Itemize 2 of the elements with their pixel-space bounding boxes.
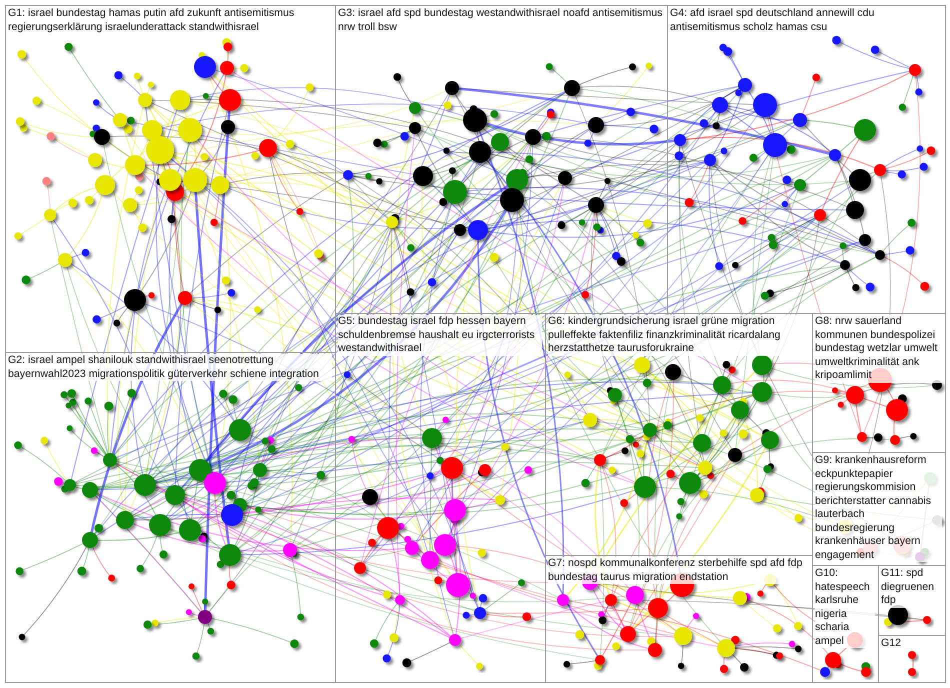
group-label: G9: krankenhausreform eckpunktepapier regierungskommision berichterstatter cannabis lauterbach bundesregierung krankenhäuser bayern engagement bbox=[815, 454, 942, 562]
group-label: G10: hatespeech karlsruhe nigeria scharia ampel bbox=[815, 567, 875, 648]
